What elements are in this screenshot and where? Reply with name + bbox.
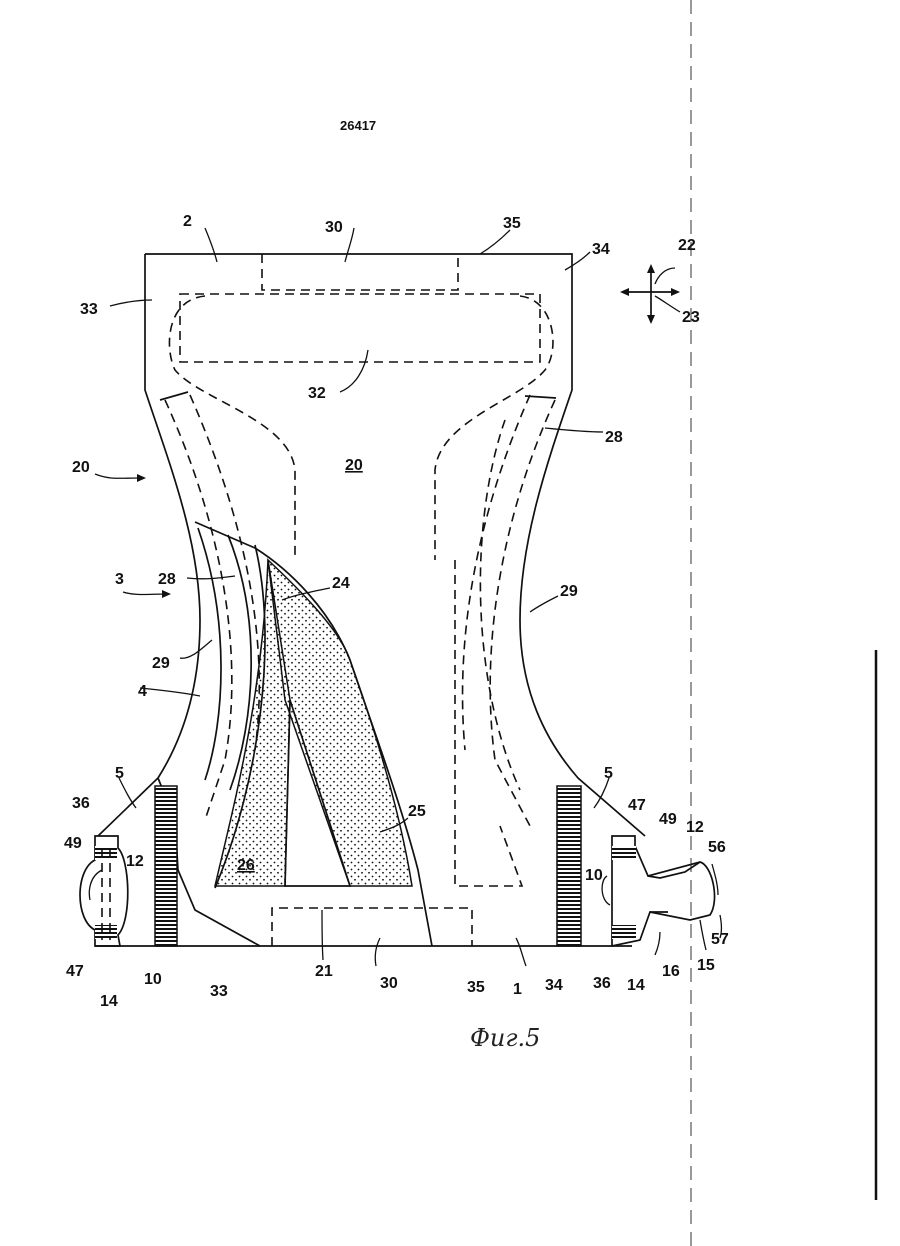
direction-arrows [620,264,680,324]
label-10-right: 10 [585,867,603,884]
label-35-bottom: 35 [467,979,485,996]
label-30-top: 30 [325,219,343,236]
right-fastener-strip [557,786,581,946]
label-3: 3 [115,571,124,588]
label-25: 25 [408,803,426,820]
label-4: 4 [138,683,147,700]
left-edge-line [160,392,188,400]
label-12-right: 12 [686,819,704,836]
left-elastic-channel [165,400,232,820]
label-56: 56 [708,839,726,856]
label-33-top: 33 [80,301,98,318]
label-28-right: 28 [605,429,623,446]
arrow-3 [123,590,171,598]
left-tab-hatch-bottom [95,925,117,939]
label-16: 16 [662,963,680,980]
label-29-right: 29 [560,583,578,600]
left-tab-hatch-top [95,846,117,860]
label-15: 15 [697,957,715,974]
label-10-left: 10 [144,971,162,988]
label-34-top: 34 [592,241,610,258]
right-elastic-channel [490,400,555,826]
label-21: 21 [315,963,333,980]
left-fastener-strip [155,786,177,946]
label-49-right: 49 [659,811,677,828]
label-47-left: 47 [66,963,84,980]
label-34-bottom: 34 [545,977,563,994]
label-28-left: 28 [158,571,176,588]
label-2: 2 [183,213,192,230]
label-35-top: 35 [503,215,521,232]
left-cutaway-curve-1 [198,528,221,780]
label-33-bottom: 33 [210,983,228,1000]
right-elastic-channel-2 [463,395,530,750]
label-29-left: 29 [152,655,170,672]
label-20-center: 20 [345,457,363,474]
arrow-20 [95,474,146,482]
label-47-right: 47 [628,797,646,814]
label-23: 23 [682,309,700,326]
label-32: 32 [308,385,326,402]
label-22: 22 [678,237,696,254]
label-26: 26 [237,857,255,874]
label-24: 24 [332,575,350,592]
label-49-left: 49 [64,835,82,852]
label-57: 57 [711,931,729,948]
figure-caption: Фиг.5 [470,1024,540,1052]
label-5-right: 5 [604,765,613,782]
label-12-left: 12 [126,853,144,870]
core-outline-32 [180,294,540,362]
left-elastic-channel-2 [190,395,259,750]
bottom-pocket-30 [272,908,472,946]
label-5-left: 5 [115,765,124,782]
label-30-bottom: 30 [380,975,398,992]
right-dashed-arc [480,420,520,790]
crotch-outline [455,560,522,886]
label-14-right: 14 [627,977,645,994]
label-1: 1 [513,981,522,998]
label-14-left: 14 [100,993,118,1010]
label-36-left: 36 [72,795,90,812]
top-pocket-30 [262,254,458,290]
label-36-right: 36 [593,975,611,992]
right-tab-hatch-top [612,846,636,860]
core-pad-outline [169,296,553,560]
right-tab-hatch-bottom [612,925,636,939]
label-20-left: 20 [72,459,90,476]
